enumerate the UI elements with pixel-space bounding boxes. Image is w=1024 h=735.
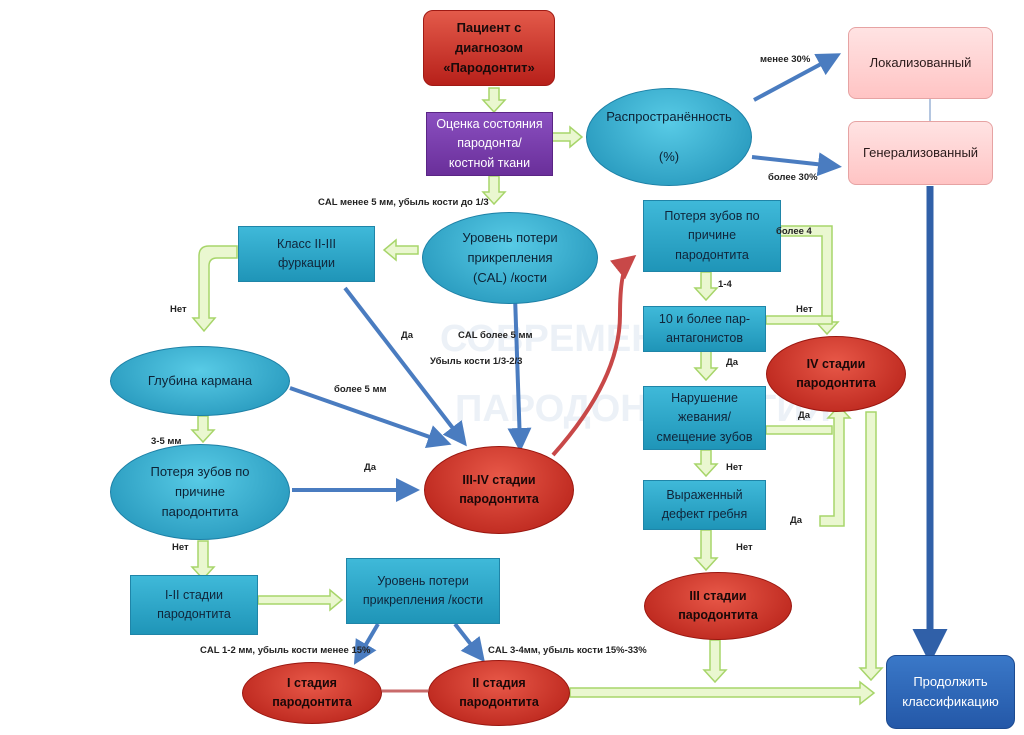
localized-box: Локализованный [848,27,993,99]
attachment-loss-2-box: Уровень потери прикрепления /кости [346,558,500,624]
patient-box: Пациент с диагнозом «Пародонтит» [423,10,555,86]
label-bone-loss: Убыль кости 1/3-2/3 [430,356,523,367]
chewing-box: Нарушение жевания/ смещение зубов [643,386,766,450]
label-1-4: 1-4 [718,279,732,290]
label-no-ridge: Нет [736,542,753,553]
assessment-box: Оценка состояния пародонта/ костной ткан… [426,112,553,176]
generalized-box: Генерализованный [848,121,993,185]
stage-4-ellipse: IV стадии пародонтита [766,336,906,412]
label-cal-less-5: CAL менее 5 мм, убыль кости до 1/3 [318,197,489,208]
label-no-furcation: Нет [170,304,187,315]
stage-2-ellipse: II стадия пародонтита [428,660,570,726]
stage-1-ellipse: I стадия пародонтита [242,662,382,724]
stage-3-ellipse: III стадии пародонтита [644,572,792,640]
pocket-depth-ellipse: Глубина кармана [110,346,290,416]
tooth-loss-left-ellipse: Потеря зубов по причине пародонтита [110,444,290,540]
label-yes-ridge: Да [790,515,803,526]
antagonists-box: 10 и более пар- антагонистов [643,306,766,352]
label-yes-tooth-loss: Да [364,462,377,473]
label-no-tooth-loss: Нет [172,542,189,553]
label-yes-antagonists: Да [726,357,739,368]
stage-3-4-ellipse: III-IV стадии пародонтита [424,446,574,534]
stage-1-2-box: I-II стадии пародонтита [130,575,258,635]
label-more-30: более 30% [768,172,818,183]
label-more-5mm: более 5 мм [334,384,387,395]
attachment-loss-ellipse: Уровень потери прикрепления (CAL) /кости [422,212,598,304]
label-3-5mm: 3-5 мм [151,436,182,447]
label-cal-1-2: CAL 1-2 мм, убыль кости менее 15% [200,645,371,656]
label-yes-furcation: Да [401,330,414,341]
label-cal-more-5: CAL более 5 мм [458,330,533,341]
label-less-30: менее 30% [760,54,811,65]
label-no-chewing: Нет [726,462,743,473]
ridge-defect-box: Выраженный дефект гребня [643,480,766,530]
label-more-4: более 4 [776,226,812,237]
prevalence-ellipse: Распространённость (%) [586,88,752,186]
continue-box: Продолжить классификацию [886,655,1015,729]
label-yes-chewing: Да [798,410,811,421]
tooth-loss-right-box: Потеря зубов по причине пародонтита [643,200,781,272]
furcation-box: Класс II-III фуркации [238,226,375,282]
label-no-antagonists: Нет [796,304,813,315]
label-cal-3-4: CAL 3-4мм, убыль кости 15%-33% [488,645,647,656]
